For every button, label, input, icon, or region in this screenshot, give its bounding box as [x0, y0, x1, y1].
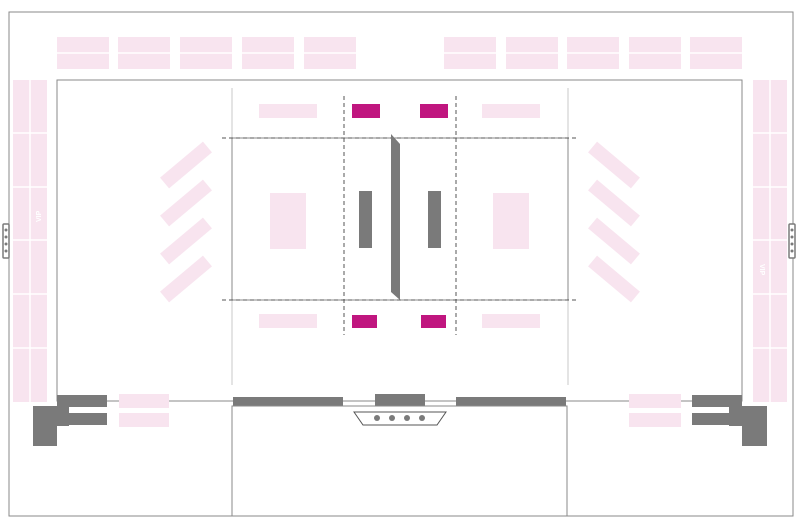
- left-side-stands: VIP: [13, 80, 47, 402]
- officials-table: [352, 104, 380, 118]
- team-bench-left: [359, 191, 372, 248]
- venue-boundary: [8, 11, 794, 517]
- top-stands-left: [57, 37, 356, 69]
- top-stands-right: [444, 37, 742, 69]
- right-side-stands: VIP: [753, 80, 787, 402]
- media-position: [482, 314, 540, 328]
- officials-table: [421, 315, 446, 328]
- vip-label-left: VIP: [36, 210, 43, 222]
- team-bench-right: [428, 191, 441, 248]
- bottom-left-corner: [33, 394, 169, 446]
- bottom-right-corner: [629, 394, 767, 446]
- left-connector: [2, 223, 10, 259]
- media-position: [482, 104, 540, 118]
- warmup-area-right: [493, 193, 529, 249]
- officials-table: [420, 104, 448, 118]
- advertising-board: [233, 397, 343, 406]
- media-position: [259, 104, 317, 118]
- warmup-area-left: [270, 193, 306, 249]
- scorer-table: [375, 394, 425, 406]
- advertising-board: [456, 397, 566, 406]
- officials-table: [352, 315, 377, 328]
- net: [391, 134, 400, 300]
- diagonal-stands-right: [588, 141, 640, 303]
- vip-label-right: VIP: [758, 264, 765, 276]
- right-connector: [788, 223, 796, 259]
- service-area: [231, 405, 568, 517]
- camera-platform: [353, 411, 447, 426]
- diagonal-stands-left: [160, 141, 212, 303]
- media-position: [259, 314, 317, 328]
